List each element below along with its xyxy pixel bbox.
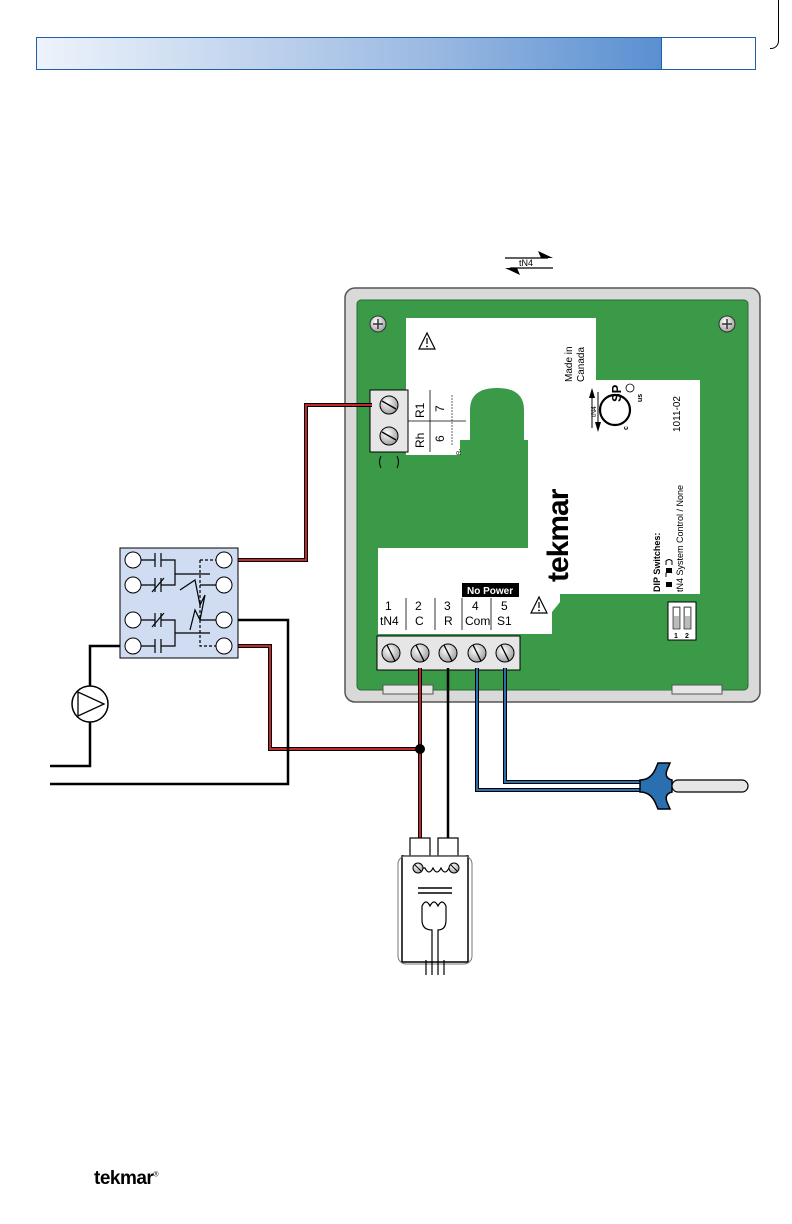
wire-junction-dot	[415, 744, 425, 754]
terminal-2-number: 2	[415, 599, 422, 613]
terminal-3-number: 3	[444, 599, 451, 613]
temperature-sensor-icon	[640, 763, 748, 809]
terminal-1-number: 1	[385, 599, 392, 613]
corner-screw-right	[719, 316, 735, 332]
dip-switch-2-label: 2	[685, 633, 689, 640]
dip-switch-function: tN4 System Control / None	[675, 485, 685, 592]
label-tn4-text: tN4	[591, 406, 598, 417]
csa-us-text: us	[637, 394, 644, 402]
dip-switch-1-label: 1	[674, 633, 678, 640]
terminal-4-name: Com	[465, 614, 490, 628]
tn4-bus-arrows: tN4	[505, 251, 553, 275]
relay-rh-label: Rh	[413, 433, 427, 448]
board-brand-logo: tekmar	[542, 488, 575, 582]
pump-icon	[72, 686, 108, 722]
csa-mark-text: SP	[609, 384, 624, 402]
relay-r1-label: R1	[413, 402, 427, 418]
no-power-label: No Power	[467, 586, 513, 597]
bottom-terminal-strip	[377, 636, 520, 670]
relay-r-hint: R-	[457, 449, 463, 455]
terminal-4-number: 4	[472, 599, 479, 613]
relay-7-label: 7	[433, 405, 447, 412]
terminal-5-name: S1	[497, 614, 512, 628]
footer-reg-mark: ®	[153, 1172, 158, 1179]
relay-6-label: 6	[433, 435, 447, 442]
csa-c-text: c	[623, 426, 630, 430]
terminal-5-number: 5	[501, 599, 508, 613]
terminal-3-name: R	[444, 614, 453, 628]
footer-brand-logo: tekmar®	[94, 1168, 158, 1190]
dip-switch-block: 1 2	[668, 602, 696, 640]
thermostat-enclosure: Made in Canada tN4 SP c us 1011-02 tekma…	[345, 288, 760, 702]
tn4-bus-label: tN4	[519, 258, 533, 268]
relay-icon	[120, 548, 238, 658]
transformer-icon	[398, 838, 472, 975]
corner-screw-left	[370, 316, 386, 332]
dip-switch-title: DIP Switches:	[652, 533, 662, 592]
made-in-label: Made in	[564, 346, 575, 382]
made-in-country-label: Canada	[576, 347, 587, 382]
footer-brand-text: tekmar	[94, 1168, 153, 1189]
model-number: 1011-02	[672, 396, 683, 432]
terminal-2-name: C	[415, 614, 424, 628]
terminal-1-name: tN4	[380, 614, 399, 628]
